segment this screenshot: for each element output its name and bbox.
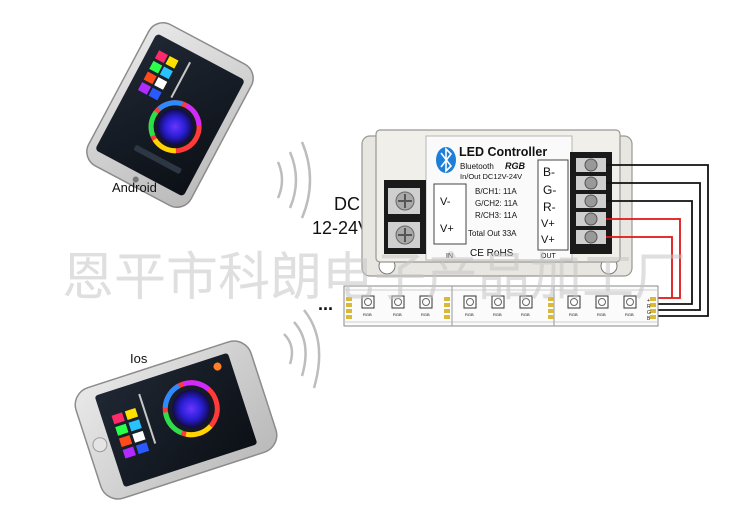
led-chip-label: RGB <box>625 312 634 317</box>
solder-pad <box>650 315 656 319</box>
output-terminal-block <box>570 152 612 254</box>
out-pin-label: B- <box>543 165 555 179</box>
rgb-text: RGB <box>505 161 526 171</box>
solder-pad <box>346 315 352 319</box>
solder-pad <box>346 309 352 313</box>
led-chip-label: RGB <box>521 312 530 317</box>
out-pin-label: G- <box>543 183 556 197</box>
solder-pad <box>548 309 554 313</box>
ch1-text: B/CH1: 11A <box>475 187 517 196</box>
android-phone <box>81 17 259 213</box>
led-chip-label: RGB <box>421 312 430 317</box>
voltage-label: 12-24V <box>312 218 370 238</box>
out-pin-label: R- <box>543 200 556 214</box>
ios-phone <box>71 336 282 503</box>
ios-signal-icon <box>284 310 319 388</box>
watermark: 恩平市科朗电子产品加工厂 <box>62 249 686 307</box>
ch3-text: R/CH3: 11A <box>475 211 518 220</box>
led-chip-label: RGB <box>493 312 502 317</box>
android-label: Android <box>112 180 157 195</box>
inout-text: In/Out DC12V-24V <box>460 172 522 181</box>
ch2-text: G/CH2: 11A <box>475 199 518 208</box>
led-chip-label: RGB <box>393 312 402 317</box>
led-chip-label: RGB <box>465 312 474 317</box>
ios-label: Ios <box>130 351 148 366</box>
total-text: Total Out 33A <box>468 229 517 238</box>
vminus-label: V- <box>440 196 451 208</box>
dc-label: DC <box>334 194 360 214</box>
led-chip-label: RGB <box>597 312 606 317</box>
vplus-label: V+ <box>440 223 454 235</box>
solder-pad <box>548 315 554 319</box>
bluetooth-text: Bluetooth <box>460 162 494 171</box>
input-terminal-block <box>384 180 426 254</box>
solder-pad <box>444 315 450 319</box>
android-signal-icon <box>278 142 310 218</box>
out-pin-label: V+ <box>541 234 555 246</box>
led-chip-label: RGB <box>363 312 372 317</box>
out-pin-label: V+ <box>541 218 555 230</box>
solder-pad <box>444 309 450 313</box>
controller-title: LED Controller <box>459 145 547 159</box>
bluetooth-icon <box>436 147 456 173</box>
led-chip-label: RGB <box>569 312 578 317</box>
solder-pad <box>650 309 656 313</box>
